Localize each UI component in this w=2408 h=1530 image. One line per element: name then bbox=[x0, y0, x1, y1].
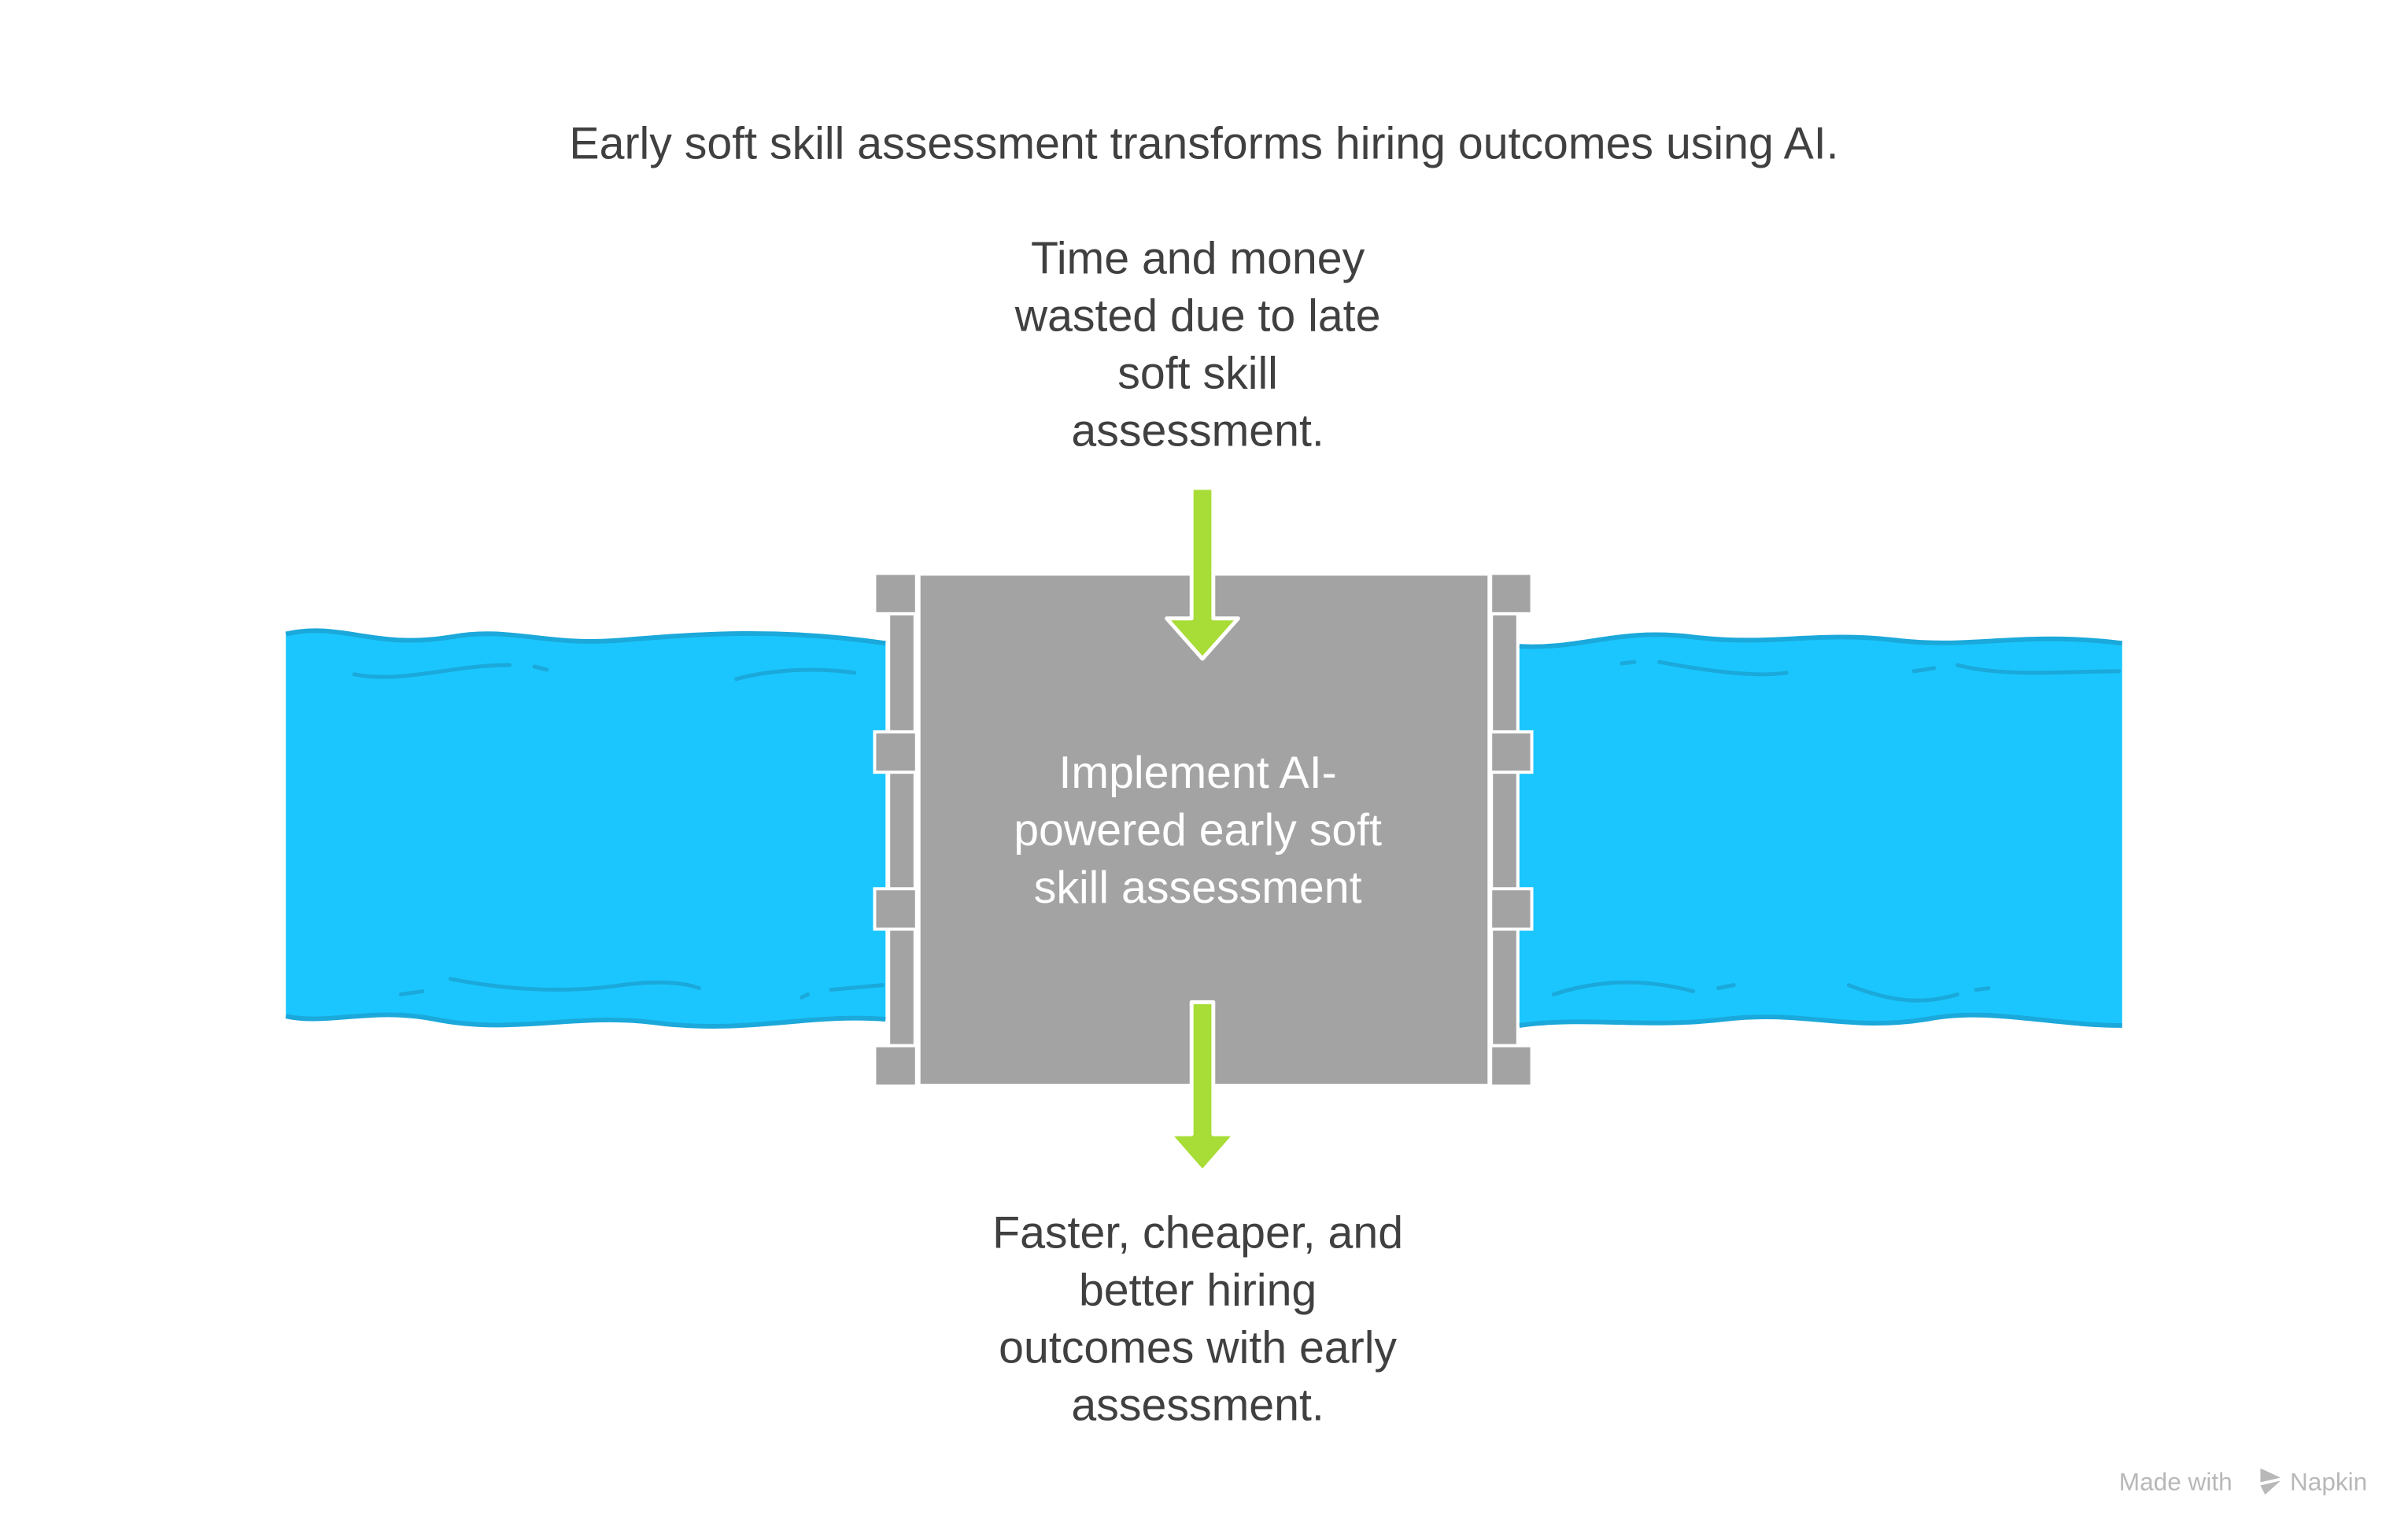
bottom-label-line: outcomes with early bbox=[999, 1322, 1397, 1373]
bottom-label-line: Faster, cheaper, and bbox=[992, 1207, 1403, 1258]
watermark: Made with Napkin bbox=[2119, 1467, 2367, 1495]
watermark-brand: Napkin bbox=[2290, 1467, 2367, 1495]
top-label-line: wasted due to late bbox=[1014, 291, 1381, 342]
top-label-line: assessment. bbox=[1071, 406, 1324, 456]
top-label: Time and money wasted due to late soft s… bbox=[1014, 233, 1381, 456]
bottom-label-line: better hiring bbox=[1079, 1265, 1317, 1315]
bottom-label: Faster, cheaper, and better hiring outco… bbox=[992, 1207, 1403, 1430]
top-label-line: Time and money bbox=[1031, 233, 1365, 283]
watermark-prefix: Made with bbox=[2119, 1467, 2233, 1495]
napkin-logo-icon bbox=[2260, 1468, 2281, 1495]
arrow-down-bottom-icon bbox=[1168, 1000, 1237, 1174]
center-label-line: skill assessment bbox=[1034, 863, 1362, 913]
center-label-line: powered early soft bbox=[1014, 805, 1382, 856]
arrow-down-top-icon bbox=[1165, 486, 1240, 661]
river-right bbox=[1519, 632, 2123, 1028]
diagram-title: Early soft skill assessment transforms h… bbox=[569, 118, 1838, 168]
river-left bbox=[285, 628, 886, 1029]
center-label: Implement AI- powered early soft skill a… bbox=[1014, 748, 1382, 913]
center-label-line: Implement AI- bbox=[1059, 748, 1337, 798]
gate-posts-left bbox=[873, 571, 918, 1088]
top-label-line: soft skill bbox=[1117, 349, 1278, 399]
bottom-label-line: assessment. bbox=[1071, 1380, 1324, 1430]
